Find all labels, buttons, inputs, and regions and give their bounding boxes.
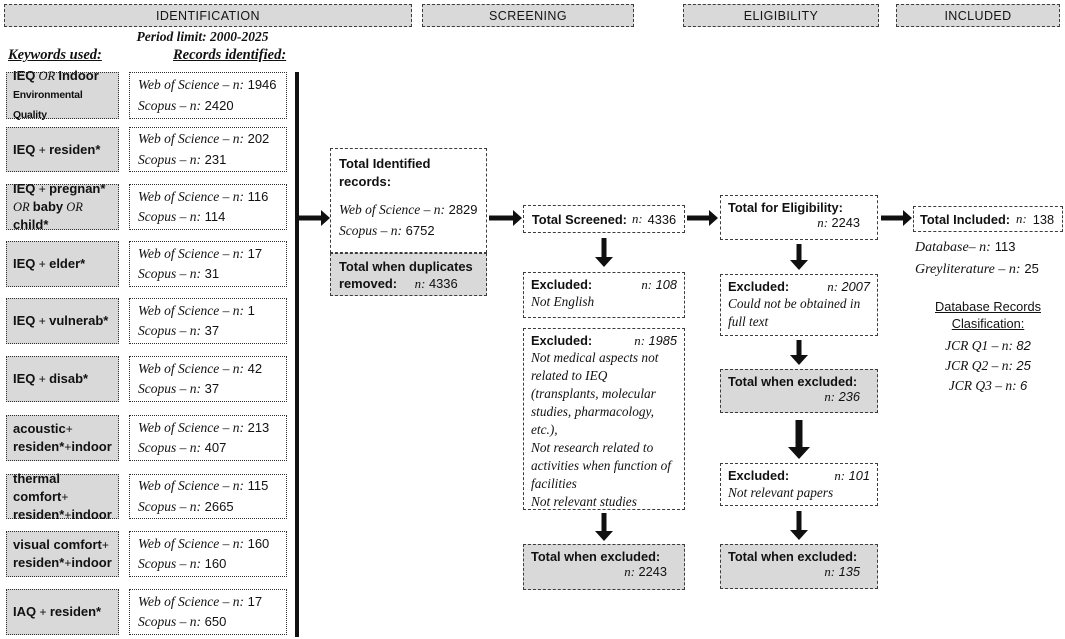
total-screened-box: Total Screened: n: 4336 (523, 205, 685, 233)
records-box-10: Web of Science – n: 17 Scopus – n: 650 (129, 589, 287, 635)
keyword-box-iaq-residen: IAQ + residen* (6, 589, 119, 635)
records-box-2: Web of Science – n: 202 Scopus – n: 231 (129, 127, 287, 172)
wos-count: Web of Science – n: 42 (138, 360, 263, 376)
keyword-box-thermal-comfort-residen-indoor: thermal comfort+residen*+indoor (6, 471, 119, 522)
period-limit-label: Period limit: 2000-2025 (136, 29, 269, 44)
total-identified-records-box: Total Identified records: Web of Science… (330, 148, 487, 253)
records-identified-heading: Records identified: (173, 47, 287, 63)
wos-count: Web of Science – n: 115 (138, 478, 269, 493)
arrow-down-excluded-full-text (790, 340, 808, 365)
jcr-q3-line: JCR Q3 – n: 6 (948, 378, 1028, 393)
scopus-count: Scopus – n: 650 (138, 614, 227, 629)
screening-total-when-excluded-box: Total when excluded: n: 2243 (523, 544, 685, 590)
keyword-box-acoustic-residen-indoor: acoustic+residen*+indoor (6, 415, 119, 461)
arrow-down-eligibility (790, 244, 808, 270)
keyword-box-ieq-residen: IEQ + residen* (6, 127, 119, 172)
keywords-used-heading: Keywords used: (8, 47, 102, 63)
records-box-5: Web of Science – n: 1 Scopus – n: 37 (129, 298, 287, 344)
wos-count: Web of Science – n: 202 (138, 131, 270, 146)
scopus-count: Scopus – n: 37 (138, 323, 220, 338)
arrow-right-to-included (881, 210, 912, 226)
wos-count: Web of Science – n: 17 (138, 593, 263, 609)
arrow-right-to-eligibility (687, 210, 718, 226)
eligibility-total-when-excluded-2-box: Total when excluded: n: 135 (720, 544, 878, 589)
eligibility-total-when-excluded-1-box: Total when excluded: n: 236 (720, 369, 878, 413)
wos-count: Web of Science – n: 1 (138, 302, 255, 318)
jcr-q1-line: JCR Q1 – n: 82 (945, 338, 1031, 353)
scopus-total: Scopus – n: 6752 (339, 222, 435, 238)
total-included-box: Total Included: n: 138 (913, 206, 1063, 232)
wos-count: Web of Science – n: 1946 (138, 77, 277, 92)
records-box-3: Web of Science – n: 116 Scopus – n: 114 (129, 184, 287, 230)
scopus-count: Scopus – n: 37 (138, 381, 220, 396)
database-records-classification-heading: Database Records Clasification: (935, 299, 1041, 331)
arrow-down-screened (595, 238, 613, 267)
scopus-count: Scopus – n: 160 (138, 556, 227, 571)
collector-line (295, 72, 299, 637)
keyword-box-ieq-elder: IEQ + elder* (6, 241, 119, 287)
records-box-1: Web of Science – n: 1946 Scopus – n: 242… (129, 72, 287, 119)
scopus-count: Scopus – n: 2665 (138, 498, 234, 514)
arrow-down-to-excluded-papers (788, 420, 810, 459)
excluded-full-text-box: Excluded: n: 2007 Could not be obtained … (720, 274, 878, 336)
wos-count: Web of Science – n: 213 (138, 419, 270, 435)
keyword-box-visual-comfort-residen-indoor: visual comfort+residen*+indoor (6, 531, 119, 577)
wos-total: Web of Science – n: 2829 (339, 202, 478, 217)
duplicates-removed-box: Total when duplicates removed: n: 4336 (330, 253, 487, 296)
database-count-line: Database– n: 113 (915, 239, 1016, 255)
scopus-count: Scopus – n: 231 (138, 151, 227, 167)
arrow-down-excluded-papers (790, 511, 808, 540)
arrow-right-to-screened (489, 210, 522, 226)
jcr-q2-line: JCR Q2 – n: 25 (945, 358, 1031, 373)
records-box-6: Web of Science – n: 42 Scopus – n: 37 (129, 356, 287, 402)
scopus-count: Scopus – n: 114 (138, 209, 226, 224)
records-box-4: Web of Science – n: 17 Scopus – n: 31 (129, 241, 287, 287)
greyliterature-count-line: Greyliterature – n: 25 (915, 261, 1039, 277)
scopus-count: Scopus – n: 407 (138, 440, 227, 455)
keyword-box-ieq-vulnerab: IEQ + vulnerab* (6, 298, 119, 344)
scopus-count: Scopus – n: 31 (138, 266, 220, 281)
arrow-right-to-identified (298, 210, 330, 226)
phase-header-eligibility: ELIGIBILITY (683, 4, 879, 27)
wos-count: Web of Science – n: 160 (138, 535, 270, 551)
keyword-box-ieq-disab: IEQ + disab* (6, 356, 119, 402)
wos-count: Web of Science – n: 17 (138, 245, 263, 261)
excluded-not-medical-box: Excluded: n: 1985 Not medical aspects no… (523, 328, 685, 510)
wos-count: Web of Science – n: 116 (138, 188, 269, 204)
excluded-not-relevant-box: Excluded: n: 101 Not relevant papers (720, 463, 878, 506)
arrow-down-excluded-screening (595, 513, 613, 541)
excluded-not-english-box: Excluded: n: 108 Not English (523, 272, 685, 318)
total-for-eligibility-box: Total for Eligibility: n: 2243 (720, 195, 878, 240)
scopus-count: Scopus – n: 2420 (138, 97, 234, 113)
phase-header-identification: IDENTIFICATION (4, 4, 412, 27)
phase-header-screening: SCREENING (422, 4, 634, 27)
records-box-8: Web of Science – n: 115 Scopus – n: 2665 (129, 474, 287, 519)
records-box-7: Web of Science – n: 213 Scopus – n: 407 (129, 415, 287, 461)
phase-header-included: INCLUDED (896, 4, 1060, 27)
records-box-9: Web of Science – n: 160 Scopus – n: 160 (129, 531, 287, 577)
keyword-box-ieq-pregnan-baby-child: IEQ + pregnan*OR baby OR child* (6, 181, 119, 232)
